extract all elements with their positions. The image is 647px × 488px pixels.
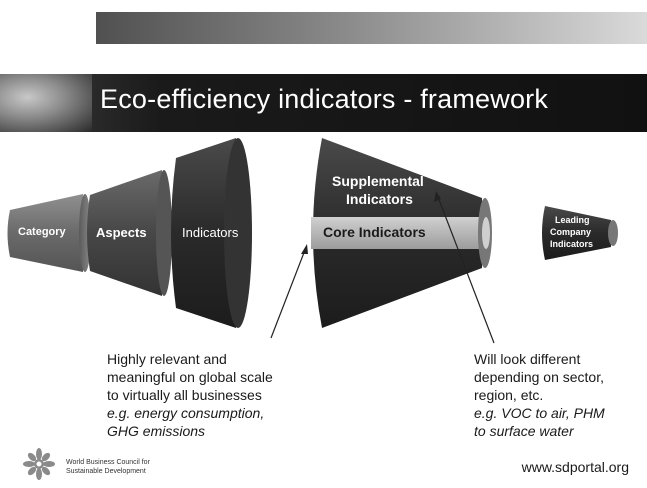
arrow-core-head — [301, 244, 308, 254]
label-supplemental-1: Supplemental — [332, 173, 424, 189]
core-band — [311, 217, 483, 249]
label-leading-1: Leading — [555, 215, 590, 225]
caption-supplemental: Will look different depending on sector,… — [474, 350, 605, 440]
arrow-core-line — [270, 249, 306, 339]
cone-indicators-cap — [224, 138, 252, 328]
slide-title: Eco-efficiency indicators - framework — [100, 84, 549, 114]
cone-aspects-cap — [156, 170, 172, 296]
label-category: Category — [18, 226, 66, 238]
caption-core-line1: Highly relevant and — [107, 351, 227, 367]
cone-aspects — [87, 170, 162, 296]
label-leading-3: Indicators — [550, 239, 594, 249]
title-photo — [0, 74, 92, 132]
caption-supp-line5: to surface water — [474, 423, 574, 439]
logo-text: World Business Council for Sustainable D… — [66, 458, 150, 476]
cone-category — [7, 194, 83, 272]
footer-url: www.sdportal.org — [521, 459, 629, 475]
title-bar — [0, 74, 647, 132]
caption-core-line2: meaningful on global scale — [107, 369, 273, 385]
logo-text-line1: World Business Council for — [66, 459, 150, 466]
label-indicators: Indicators — [182, 225, 239, 240]
top-gradient-bar — [96, 12, 647, 44]
cone-indicators — [171, 138, 236, 328]
arrow-supplemental-line — [437, 196, 495, 344]
wbcsd-logo-icon — [23, 448, 55, 480]
cone-leading — [542, 206, 611, 260]
caption-supp-line4: e.g. VOC to air, PHM — [474, 405, 605, 421]
label-aspects: Aspects — [96, 225, 147, 240]
caption-core-line3: to virtually all businesses — [107, 387, 262, 403]
caption-core-line4: e.g. energy consumption, — [107, 405, 265, 421]
caption-supp-line2: depending on sector, — [474, 369, 604, 385]
label-leading-2: Company — [550, 227, 592, 237]
label-core: Core Indicators — [323, 224, 426, 240]
caption-supp-line1: Will look different — [474, 351, 581, 367]
caption-core-line5: GHG emissions — [107, 423, 206, 439]
cone-leading-cap — [608, 220, 618, 246]
caption-core: Highly relevant and meaningful on global… — [107, 350, 273, 440]
arrow-supplemental-head — [434, 191, 441, 202]
core-band-cap — [482, 217, 490, 249]
label-supplemental-2: Indicators — [346, 191, 413, 207]
logo-text-line2: Sustainable Development — [66, 468, 146, 475]
caption-supp-line3: region, etc. — [474, 387, 544, 403]
